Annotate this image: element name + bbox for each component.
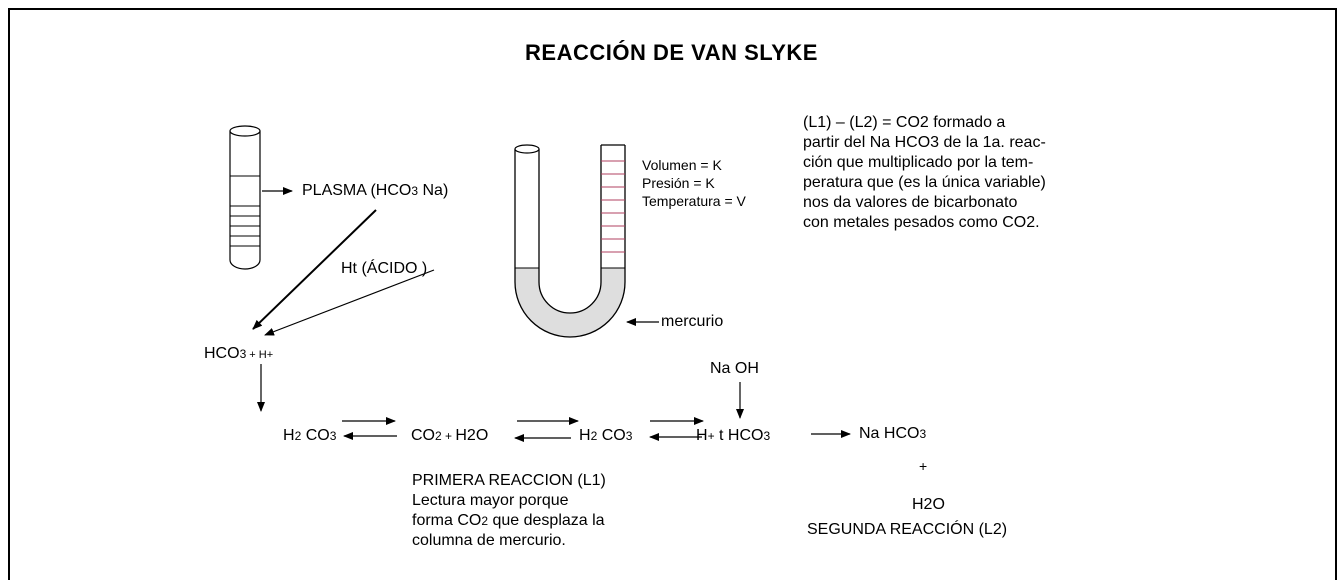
u-tube-manometer bbox=[514, 144, 626, 338]
first-reaction-line: forma CO2 que desplaza la bbox=[412, 512, 605, 529]
water-product: H2O bbox=[912, 496, 945, 513]
sodium-bicarbonate: Na HCO3 bbox=[859, 425, 927, 442]
note-line: nos da valores de bicarbonato bbox=[803, 194, 1018, 211]
naoh-label: Na OH bbox=[710, 360, 759, 377]
test-tube bbox=[229, 125, 261, 270]
diagram-frame bbox=[8, 8, 1337, 580]
condition-volume: Volumen = K bbox=[642, 157, 722, 173]
first-reaction-line: columna de mercurio. bbox=[412, 532, 566, 549]
second-reaction-label: SEGUNDA REACCIÓN (L2) bbox=[807, 521, 1008, 538]
diagram-title: REACCIÓN DE VAN SLYKE bbox=[525, 40, 818, 65]
arrows bbox=[252, 187, 851, 442]
mercury-label: mercurio bbox=[661, 313, 724, 330]
note-line: partir del Na HCO3 de la 1a. reac- bbox=[803, 134, 1046, 151]
acid-label: Ht (ÁCIDO ) bbox=[341, 260, 428, 277]
note-line: (L1) – (L2) = CO2 formado a bbox=[803, 114, 1006, 131]
note-line: con metales pesados como CO2. bbox=[803, 214, 1040, 231]
co2-water: CO2 + H2O bbox=[411, 427, 489, 444]
carbonic-acid-1: H2 CO3 bbox=[283, 427, 337, 444]
condition-temperature: Temperatura = V bbox=[642, 193, 746, 209]
first-reaction-line: Lectura mayor porque bbox=[412, 492, 569, 509]
plus-sign: + bbox=[919, 458, 928, 474]
note-line: ción que multiplicado por la tem- bbox=[803, 154, 1034, 171]
carbonic-acid-2: H2 CO3 bbox=[579, 427, 633, 444]
condition-pressure: Presión = K bbox=[642, 175, 715, 191]
first-reaction-title: PRIMERA REACCION (L1) bbox=[412, 472, 606, 489]
hydrogen-bicarbonate: H+ t HCO3 bbox=[696, 427, 771, 444]
note-line: peratura que (es la única variable) bbox=[803, 174, 1046, 191]
plasma-label: PLASMA (HCO3 Na) bbox=[302, 182, 449, 199]
bicarbonate-label: HCO3 + H+ bbox=[204, 345, 274, 362]
